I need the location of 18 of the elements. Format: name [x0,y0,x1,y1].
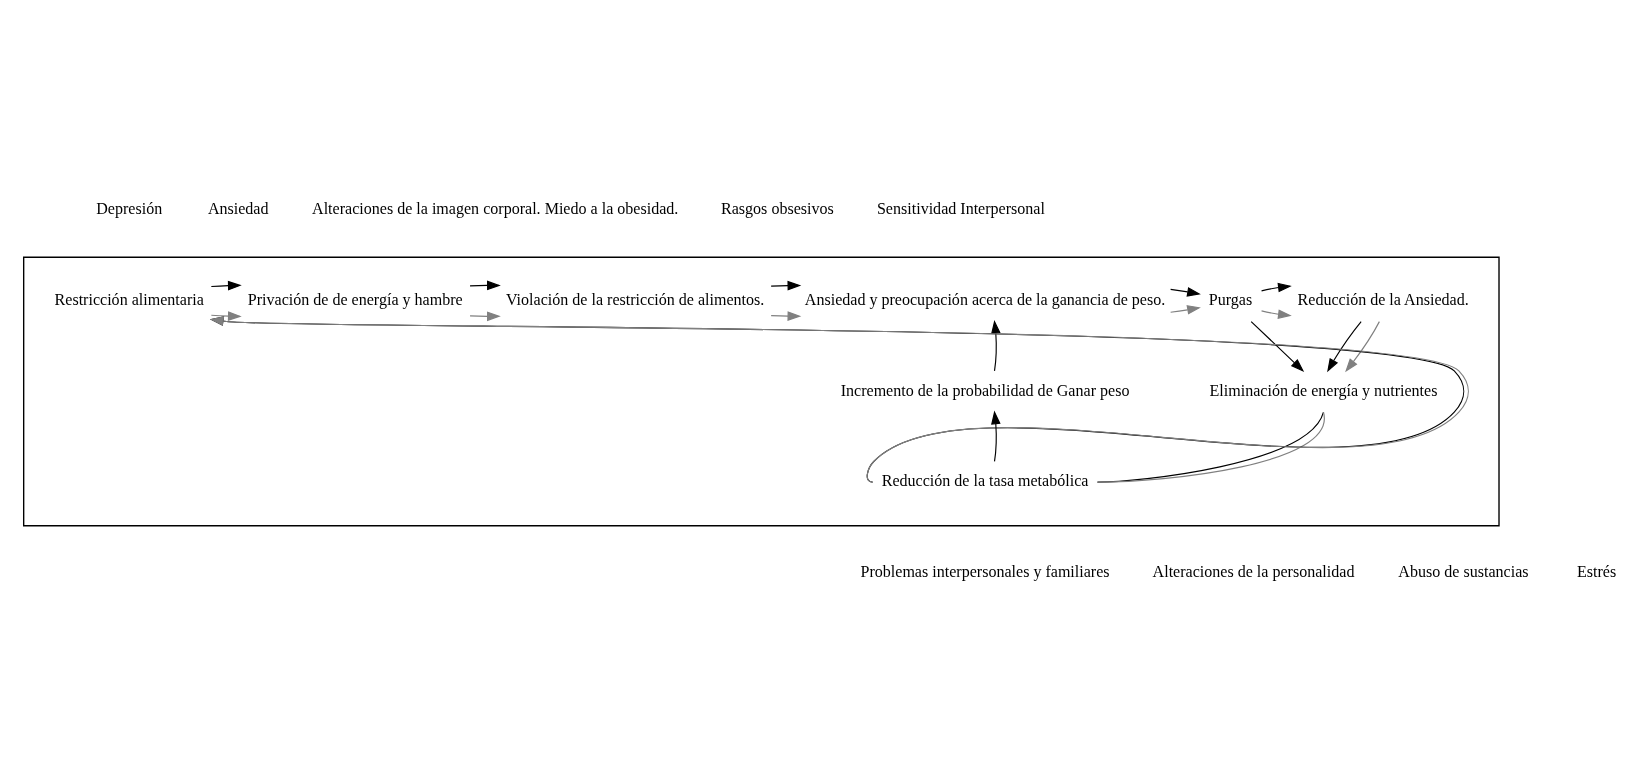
node-text: Violación de la restricción de alimentos. [505,290,765,308]
node-text: Incremento de la probabilidad de Ganar peso [840,381,1130,399]
label: Problemas interpersonales y familiares [860,562,1110,580]
node-text: Reducción de la tasa metabólica [881,471,1089,489]
label: Alteraciones de la personalidad [1152,562,1355,580]
label: Abuso de sustancias [1398,562,1529,580]
label: Depresión [96,199,163,217]
node-text: Reducción de la Ansiedad. [1297,290,1469,308]
node-text: Privación de de energía y hambre [247,290,463,308]
label: Sensitividad Interpersonal [876,199,1045,217]
label: Rasgos obsesivos [721,199,834,217]
node-text: Restricción alimentaria [54,290,204,308]
node-text: Purgas [1208,290,1253,308]
label: Alteraciones de la imagen corporal. Miedo a la obesidad. [312,199,679,217]
label: Ansiedad [207,199,269,217]
node-text: Eliminación de energía y nutrientes [1209,381,1438,399]
node-text: Ansiedad y preocupación acerca de la ganancia de peso. [804,290,1166,308]
label: Estrés [1576,562,1617,580]
